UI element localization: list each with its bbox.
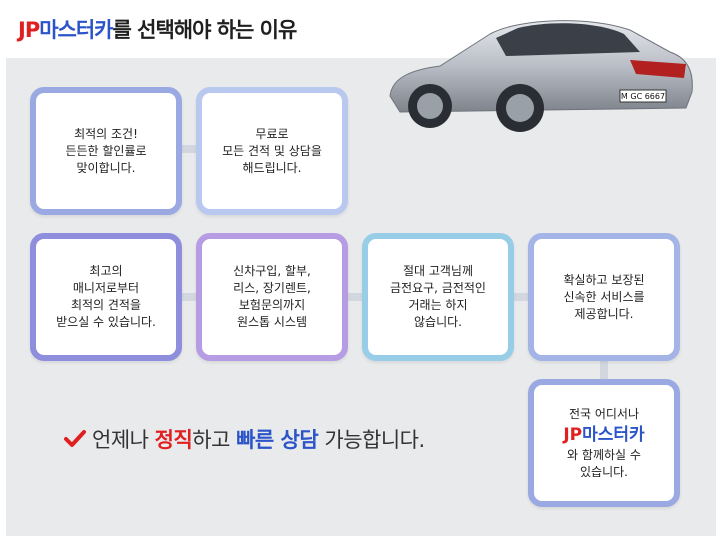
card-line: 절대 고객님께 bbox=[402, 264, 474, 278]
card-brand-jp: JP bbox=[563, 424, 583, 445]
tagline: 언제나 정직하고 빠른 상담 가능합니다. bbox=[64, 424, 425, 454]
tagline-highlight-fast: 빠른 상담 bbox=[236, 428, 319, 452]
card-line: 맞이합니다. bbox=[76, 160, 136, 175]
card-line: 든든한 할인률로 bbox=[65, 143, 147, 158]
card-line: 신차구입, 할부, bbox=[233, 264, 311, 278]
reason-card-fast-service: 확실하고 보장된 신속한 서비스를 제공합니다. bbox=[528, 233, 680, 361]
connector-row1 bbox=[175, 145, 205, 153]
tagline-text: 가능합니다. bbox=[318, 428, 425, 452]
card-line: 받으실 수 있습니다. bbox=[56, 315, 156, 329]
title-text: 를 선택해야 하는 이유 bbox=[112, 18, 298, 42]
card-line: 확실하고 보장된 bbox=[563, 272, 645, 287]
card-line: 보험문의까지 bbox=[238, 298, 306, 312]
card-line: 전국 어디서나 bbox=[568, 406, 640, 421]
tagline-text: 언제나 bbox=[92, 428, 155, 452]
connector-vertical bbox=[600, 355, 608, 385]
reason-card-no-money: 절대 고객님께 금전요구, 금전적인 거래는 하지 않습니다. bbox=[362, 233, 514, 361]
card-brand: JP마스터카 bbox=[563, 423, 644, 447]
title-brand-jp: JP bbox=[18, 18, 40, 42]
card-line: 거래는 하지 bbox=[408, 298, 468, 312]
card-line: 원스톱 시스템 bbox=[236, 315, 308, 329]
license-plate: M GC 6667 bbox=[621, 92, 665, 101]
card-line: 최적의 견적을 bbox=[70, 298, 142, 312]
card-line: 와 함께하실 수 bbox=[567, 447, 641, 462]
reason-card-onestop: 신차구입, 할부, 리스, 장기렌트, 보험문의까지 원스톱 시스템 bbox=[196, 233, 348, 361]
title-brand-name: 마스터카 bbox=[39, 18, 113, 42]
checkmark-icon bbox=[64, 430, 86, 447]
card-line: 최고의 bbox=[89, 264, 123, 278]
card-line: 매니저로부터 bbox=[72, 281, 140, 295]
card-line: 해드립니다. bbox=[242, 160, 302, 175]
reason-card-nationwide: 전국 어디서나 JP마스터카 와 함께하실 수 있습니다. bbox=[528, 379, 680, 507]
card-line: 최적의 조건! bbox=[74, 126, 138, 141]
card-brand-name: 마스터카 bbox=[582, 424, 645, 445]
reason-card-discount: 최적의 조건! 든든한 할인률로 맞이합니다. bbox=[30, 87, 182, 215]
card-line: 리스, 장기렌트, bbox=[233, 281, 311, 295]
car-image: M GC 6667 bbox=[389, 20, 693, 132]
tagline-highlight-honest: 정직 bbox=[154, 428, 193, 452]
page-title: JP마스터카를 선택해야 하는 이유 bbox=[18, 14, 298, 44]
card-line: 않습니다. bbox=[414, 315, 462, 329]
card-line: 제공합니다. bbox=[574, 306, 634, 321]
connector-row2 bbox=[175, 293, 535, 301]
reason-card-manager: 최고의 매니저로부터 최적의 견적을 받으실 수 있습니다. bbox=[30, 233, 182, 361]
card-line: 모든 견적 및 상담을 bbox=[222, 143, 322, 158]
card-line: 있습니다. bbox=[580, 464, 628, 479]
reason-card-free-consult: 무료로 모든 견적 및 상담을 해드립니다. bbox=[196, 87, 348, 215]
card-line: 금전요구, 금전적인 bbox=[390, 281, 486, 295]
tagline-text: 하고 bbox=[192, 428, 237, 452]
card-line: 신속한 서비스를 bbox=[563, 289, 645, 304]
card-line: 무료로 bbox=[255, 126, 289, 141]
